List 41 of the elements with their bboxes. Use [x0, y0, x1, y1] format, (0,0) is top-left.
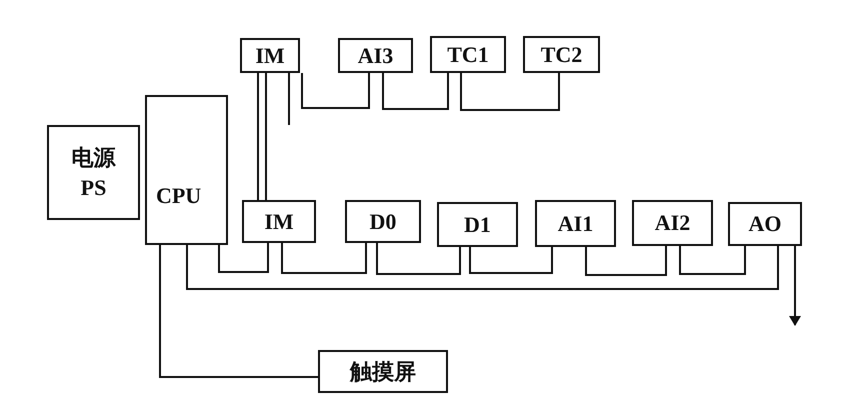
connector-line — [265, 73, 267, 200]
module-label: 触摸屏 — [348, 358, 417, 386]
connector-line — [585, 246, 667, 276]
module-label: CPU — [154, 182, 202, 210]
connector-line — [469, 247, 553, 274]
module-box — [728, 202, 802, 246]
module-label: AI3 — [356, 42, 394, 70]
connector-line — [376, 243, 461, 275]
module-label: AI1 — [556, 210, 594, 238]
module-label: D1 — [463, 210, 492, 238]
module-box — [437, 202, 518, 247]
module-box — [535, 200, 616, 247]
module-label: TC2 — [540, 40, 584, 68]
connector-line — [257, 73, 259, 200]
module-box — [632, 200, 713, 246]
module-box — [345, 200, 421, 243]
connector-line — [288, 73, 290, 125]
module-label: AO — [748, 210, 782, 238]
module-label: IM — [254, 42, 286, 70]
module-box — [430, 36, 506, 73]
connector-line — [159, 245, 318, 378]
module-box — [240, 38, 300, 73]
module-label: IM — [263, 208, 295, 236]
connector-line — [382, 73, 449, 110]
connector-line — [218, 243, 269, 273]
module-label: TC1 — [446, 40, 490, 68]
module-label: D0 — [368, 208, 398, 236]
connector-line — [281, 243, 367, 274]
module-box — [318, 350, 448, 393]
module-box — [523, 36, 600, 73]
module-box — [145, 95, 228, 245]
module-label: AI2 — [654, 209, 692, 237]
module-label: 电源 PS — [70, 144, 117, 202]
connector-line — [460, 73, 560, 111]
connector-line — [186, 245, 779, 290]
connector-line — [789, 246, 801, 326]
module-box — [242, 200, 316, 243]
connector-line — [301, 73, 370, 109]
connector-line — [679, 246, 746, 275]
module-box — [47, 125, 140, 220]
module-box — [338, 38, 413, 73]
